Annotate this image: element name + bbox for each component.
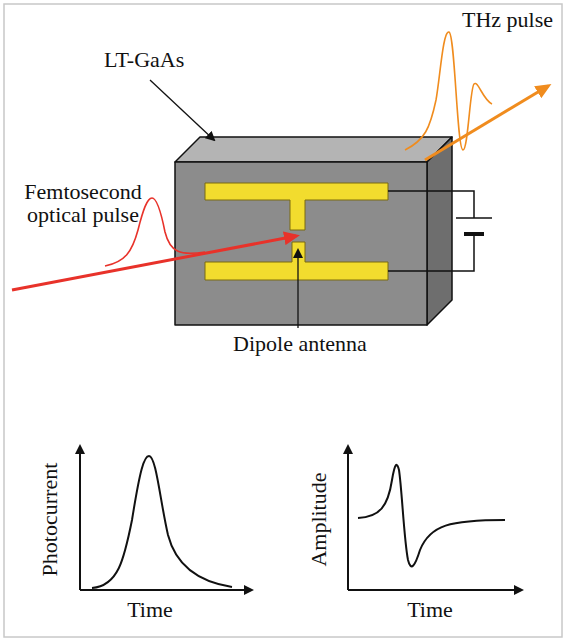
axis-label: Photocurrent (38, 463, 61, 577)
axis-label: Amplitude (306, 473, 329, 567)
axis-label: Time (407, 598, 453, 621)
thz-beam (425, 86, 548, 160)
frame (4, 4, 562, 637)
leader-line (297, 250, 298, 328)
thz-label: THz pulse (462, 8, 553, 31)
material-label: LT-GaAs (104, 48, 184, 71)
antenna-label: Dipole antenna (233, 332, 367, 355)
optical-beam (12, 236, 296, 290)
bias-circuit (388, 191, 492, 271)
amplitude-graph (348, 446, 522, 590)
thz-pulse-shape (405, 32, 492, 150)
dipole-antenna (205, 183, 388, 280)
photocurrent-graph (80, 446, 252, 590)
leader-line (150, 80, 214, 140)
axis-label: Time (127, 598, 173, 621)
lt-gaas-block (175, 137, 452, 325)
optical-pulse-label: Femtosecond optical pulse (8, 180, 158, 226)
